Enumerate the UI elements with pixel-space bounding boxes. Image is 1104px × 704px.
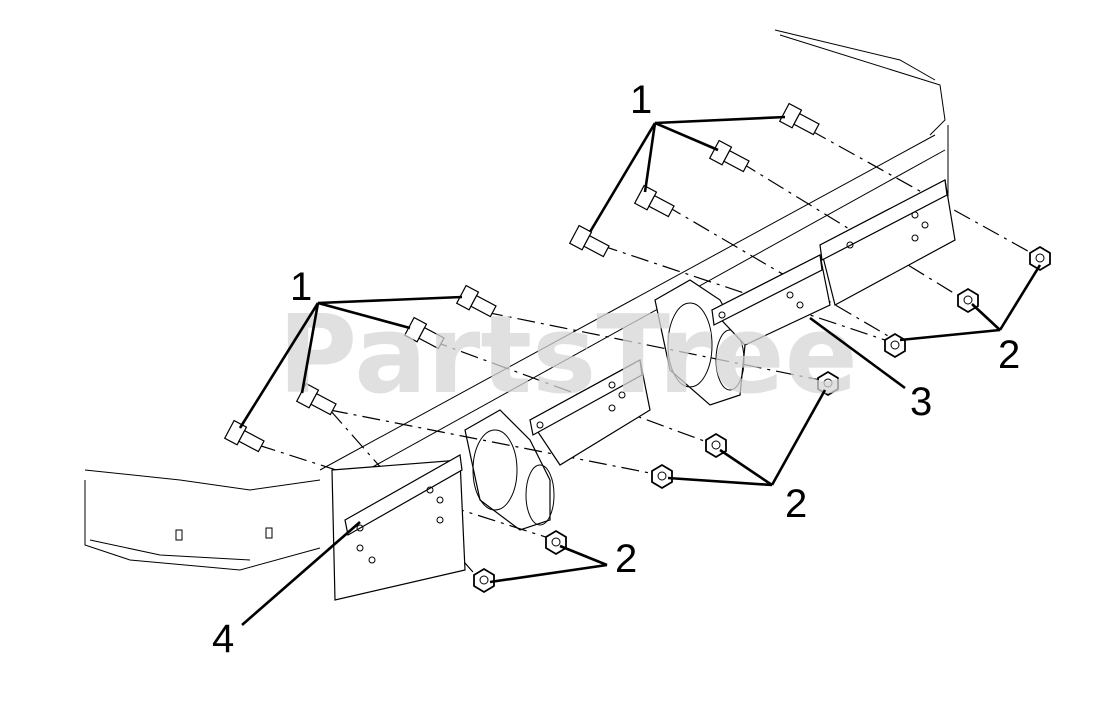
bolt <box>633 184 675 218</box>
callout-3: 3 <box>910 380 932 424</box>
bracket-right-upper <box>819 179 956 306</box>
deck-frame <box>84 29 949 571</box>
bolt <box>568 224 610 258</box>
callout-1-left: 1 <box>290 265 312 309</box>
nut <box>545 529 567 556</box>
bolt <box>403 316 445 350</box>
nut <box>1029 245 1051 272</box>
bracket-left-lower <box>331 454 466 601</box>
bracket-right-lower <box>711 254 831 346</box>
nut <box>817 370 839 397</box>
callout-4: 4 <box>212 617 234 661</box>
bolt <box>223 419 265 453</box>
bolt <box>455 284 497 318</box>
nut <box>473 567 495 594</box>
callout-2-right: 2 <box>998 333 1020 377</box>
callout-2-left: 2 <box>615 537 637 581</box>
nut <box>651 463 673 490</box>
nut <box>884 332 906 359</box>
bracket-left-upper <box>529 359 651 466</box>
bolt-group-right <box>568 102 820 258</box>
callout-2-middle: 2 <box>785 482 807 526</box>
bolt <box>708 139 750 173</box>
spindle-housing-left <box>464 409 555 531</box>
callout-1-right: 1 <box>630 78 652 122</box>
leader-lines <box>238 115 1042 626</box>
bolt <box>778 102 820 136</box>
bolt-group-left <box>223 284 497 453</box>
partstree-watermark-logo: PartsTree <box>278 293 858 418</box>
bolt <box>295 382 337 416</box>
